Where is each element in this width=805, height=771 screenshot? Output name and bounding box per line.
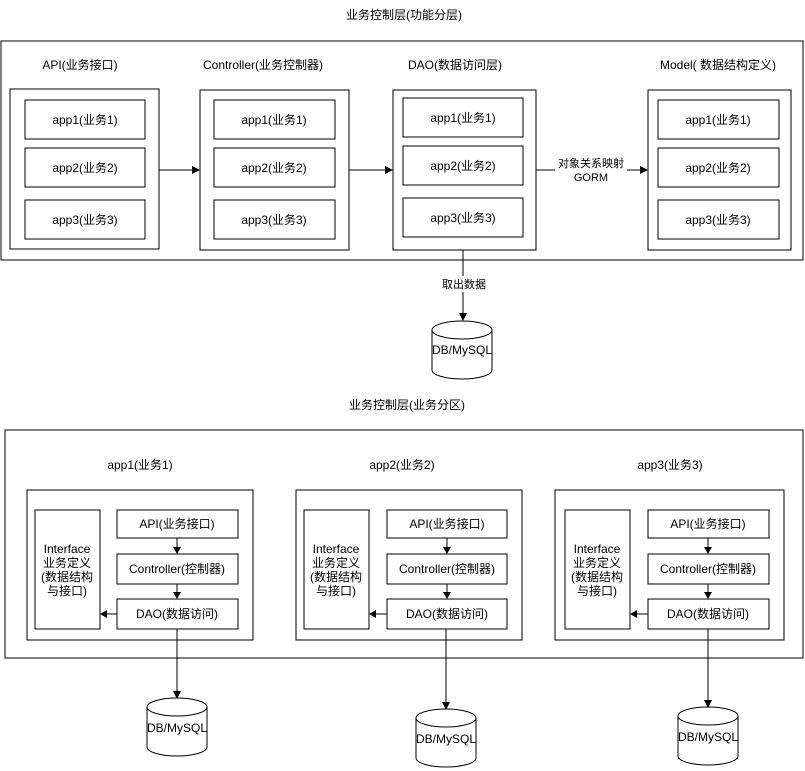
app2-interface-line3: (数据结构 [310, 569, 362, 584]
app3-arrow-dao-to-interface [630, 610, 648, 618]
app1-partition-title: app1(业务1) [107, 457, 172, 472]
layer-title-dao: DAO(数据访问层) [408, 57, 502, 72]
top-section-title: 业务控制层(功能分层) [346, 7, 462, 22]
app2-api-box [386, 509, 508, 539]
app2-db-label: DB/MySQL [416, 732, 476, 746]
model-app3-label: app3(业务3) [685, 212, 750, 227]
app2-partition-title: app2(业务2) [369, 457, 434, 472]
api-app1-label: app1(业务1) [52, 112, 117, 127]
app3-api-box [647, 509, 770, 539]
app3-arrow-api-to-controller [704, 538, 712, 554]
app1-dao-box [116, 598, 239, 630]
controller-app3-box [213, 199, 336, 240]
arrow-api-to-controller [159, 166, 200, 174]
orm-label-background [555, 155, 627, 185]
app1-interface-box [34, 509, 101, 630]
app2-api-label: API(业务接口) [409, 516, 484, 531]
layer-title-controller: Controller(业务控制器) [203, 57, 323, 72]
app2-interface-line2: 业务定义 [312, 555, 360, 570]
app1-arrow-dao-to-interface [100, 610, 117, 618]
api-app3-label: app3(业务3) [52, 212, 117, 227]
app3-controller-label: Controller(控制器) [660, 562, 756, 576]
api-app2-label: app2(业务2) [52, 160, 117, 175]
controller-app1-box [213, 99, 336, 140]
app3-interface-line3: (数据结构 [571, 569, 623, 584]
app3-db-cylinder-icon [677, 706, 739, 766]
app1-api-label: API(业务接口) [139, 516, 214, 531]
controller-app2-box [213, 147, 336, 188]
app1-interface-line2: 业务定义 [43, 555, 91, 570]
app3-dao-label: DAO(数据访问) [667, 606, 749, 621]
fetch-label-background [438, 276, 490, 292]
app1-interface-line1: Interface [44, 542, 91, 556]
controller-app2-label: app2(业务2) [241, 160, 306, 175]
layer-title-api: API(业务接口) [42, 57, 117, 72]
orm-label-line2: GORM [574, 172, 608, 184]
top-db-cylinder-icon [431, 320, 493, 380]
app2-interface-line1: Interface [313, 542, 360, 556]
app1-controller-box [116, 553, 239, 585]
model-app2-label: app2(业务2) [685, 160, 750, 175]
app3-db-label: DB/MySQL [678, 730, 738, 744]
app1-interface-line4: 与接口) [47, 583, 87, 598]
app2-arrow-api-to-controller [443, 538, 451, 554]
app3-interface-line2: 业务定义 [573, 555, 621, 570]
app2-arrow-dao-to-db [442, 629, 450, 710]
top-db-label: DB/MySQL [432, 343, 492, 357]
dao-app3-label: app3(业务3) [430, 210, 495, 225]
dao-app2-box [402, 145, 524, 186]
app1-dao-label: DAO(数据访问) [136, 606, 218, 621]
app3-interface-box [564, 509, 631, 630]
app3-interface-line1: Interface [574, 542, 621, 556]
app2-db-cylinder-icon [415, 708, 477, 768]
app2-interface-line4: 与接口) [316, 583, 356, 598]
app1-db-label: DB/MySQL [147, 721, 207, 735]
app1-arrow-dao-to-db [173, 629, 181, 699]
app1-arrow-api-to-controller [173, 538, 181, 554]
model-app2-box [657, 147, 780, 188]
app3-arrow-controller-to-dao [704, 584, 712, 599]
api-app3-box [24, 199, 146, 240]
app1-controller-label: Controller(控制器) [129, 562, 225, 576]
app3-partition-title: app3(业务3) [637, 457, 702, 472]
app1-interface-line3: (数据结构 [41, 569, 93, 584]
orm-label-line1: 对象关系映射 [558, 156, 624, 170]
dao-app2-label: app2(业务2) [430, 158, 495, 173]
model-app1-box [657, 99, 780, 140]
api-app1-box [24, 99, 146, 140]
app3-api-label: API(业务接口) [670, 516, 745, 531]
model-app3-box [657, 199, 780, 240]
model-app1-label: app1(业务1) [685, 112, 750, 127]
app1-db-cylinder-icon [146, 697, 208, 757]
layer-title-model: Model( 数据结构定义) [660, 57, 776, 72]
fetch-data-label: 取出数据 [442, 277, 486, 291]
dao-app1-box [402, 97, 524, 138]
app2-arrow-controller-to-dao [443, 584, 451, 599]
app2-interface-box [303, 509, 370, 630]
controller-app1-label: app1(业务1) [241, 112, 306, 127]
app3-interface-line4: 与接口) [577, 583, 617, 598]
app1-api-box [116, 509, 239, 539]
app2-controller-label: Controller(控制器) [399, 562, 495, 576]
arrow-controller-to-dao [349, 166, 393, 174]
bottom-section-title: 业务控制层(业务分区) [349, 397, 465, 412]
app2-dao-box [386, 598, 508, 630]
api-app2-box [24, 147, 146, 188]
app2-dao-label: DAO(数据访问) [406, 606, 488, 621]
dao-app1-label: app1(业务1) [430, 110, 495, 125]
app1-arrow-controller-to-dao [173, 584, 181, 599]
app3-arrow-dao-to-db [704, 629, 712, 708]
app2-arrow-dao-to-interface [369, 610, 387, 618]
controller-app3-label: app3(业务3) [241, 212, 306, 227]
dao-app3-box [402, 197, 524, 238]
